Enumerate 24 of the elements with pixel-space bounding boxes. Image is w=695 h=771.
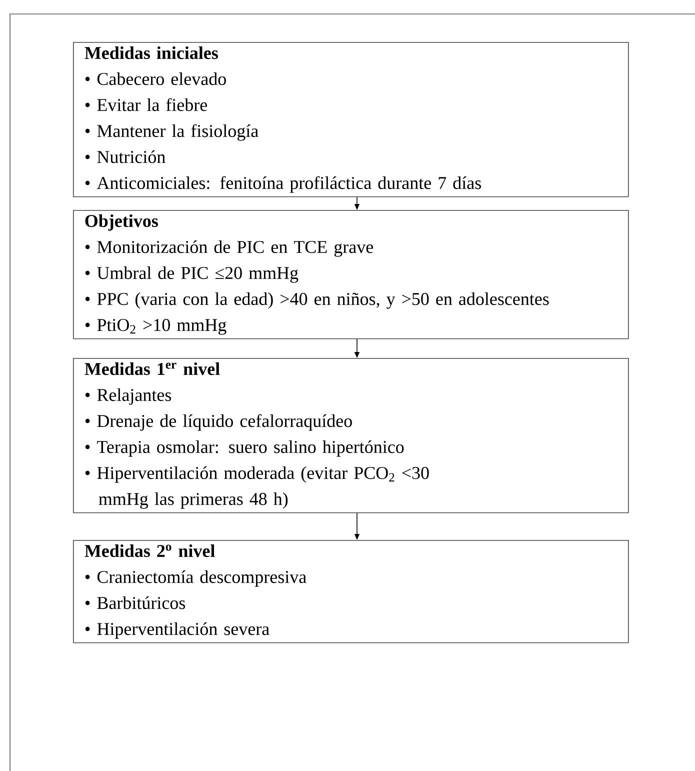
bullet-item: • Cabecero elevado [85, 72, 226, 86]
step-box [73, 540, 629, 644]
bullet-item: • Monitorización de PIC en TCE grave [85, 240, 374, 257]
bullet-item: • Terapia osmolar: suero salino hipertónico [85, 440, 404, 457]
bullet-item: • Evitar la fiebre [85, 98, 208, 112]
bullet-item: • Hiperventilación moderada (evitar PCO$_{2}$ <30 mmHg las primeras 48 h) [85, 466, 429, 509]
box-heading: Medidas iniciales [84, 46, 218, 60]
step-box [73, 42, 629, 198]
bullet-item: • Drenaje de líquido cefalorraquídeo [85, 414, 352, 431]
box-heading: Medidas 2$^{o}$ nivel [84, 544, 215, 558]
bullet-item: • Mantener la fisiología [85, 124, 258, 141]
bullet-item: • Umbral de PIC ≤20 mmHg [85, 266, 298, 283]
box-heading: Objetivos [85, 214, 158, 231]
bullet-item: • PtiO$_{2}$ >10 mmHg [85, 318, 226, 335]
bullet-item: • Anticomiciales: fenitoína profiláctica durante 7 días [85, 176, 481, 193]
bullet-item: • Craniectomía descompresiva [85, 570, 306, 587]
step-box [73, 210, 629, 340]
bullet-item: • Nutrición [85, 150, 166, 164]
bullet-item: • Relajantes [85, 388, 172, 405]
bullet-item: • PPC (varia con la edad) >40 en niños, y >50 en adolescentes [85, 292, 549, 309]
bullet-item: • Barbitúricos [85, 596, 186, 610]
box-heading: Medidas 1$^{er}$ nivel [84, 362, 220, 376]
step-box [73, 358, 629, 514]
bullet-item: • Hiperventilación severa [85, 622, 270, 639]
